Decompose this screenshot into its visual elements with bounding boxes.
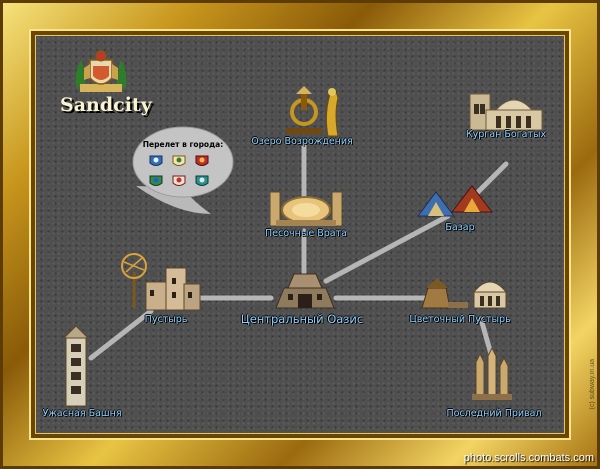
lake-rebirth-label[interactable]: Озеро Возрождения (251, 136, 353, 147)
angel-crest-icon[interactable] (171, 154, 187, 168)
frame-inner-border (31, 31, 569, 438)
demon-crest-icon[interactable] (148, 154, 164, 168)
city-title: Sandcity (60, 94, 152, 116)
lake-rebirth-building[interactable] (282, 84, 346, 140)
city-map: Sandcity Перелет в города: Озеро Возрожд… (36, 36, 564, 433)
road-oasis-bazaar (323, 213, 451, 284)
sand-gates-label[interactable]: Песочные Врата (265, 228, 347, 239)
photo-credit[interactable]: photo.scrolls.combats.com (463, 452, 594, 464)
central-oasis-building[interactable] (274, 270, 336, 310)
wasteland-label[interactable]: Пустырь (144, 314, 188, 325)
bazaar-building[interactable] (414, 184, 494, 220)
flower-wasteland-label[interactable]: Цветочный Пустырь (409, 314, 511, 325)
emerald-crest-icon[interactable] (194, 174, 210, 188)
road-desert-tower (88, 308, 154, 361)
road-flower-rest (478, 316, 494, 357)
dragon-crest-icon[interactable] (194, 154, 210, 168)
last-rest-building[interactable] (470, 348, 514, 402)
roads (88, 143, 509, 361)
flower-wasteland-building[interactable] (420, 274, 510, 314)
teleport-bubble (132, 126, 234, 214)
sand-gates-building[interactable] (270, 186, 342, 228)
bazaar-label[interactable]: Базар (445, 222, 475, 233)
last-rest-label[interactable]: Последний Привал (446, 408, 542, 419)
wasteland-building[interactable] (120, 248, 204, 312)
sandcity-crest-icon (75, 50, 127, 92)
terrible-tower-label[interactable]: Ужасная Башня (42, 408, 122, 419)
bubble-title: Перелет в города: (142, 140, 224, 149)
terrible-tower-building[interactable] (62, 326, 90, 408)
phoenix-crest-icon[interactable] (171, 174, 187, 188)
knight-crest-icon[interactable] (148, 174, 164, 188)
kurgan-building[interactable] (466, 86, 546, 132)
central-oasis-label[interactable]: Центральный Оазис (240, 312, 364, 326)
kurgan-label[interactable]: Курган Богатых (465, 129, 547, 140)
side-credit: (c) subway.in.ua (589, 358, 596, 409)
